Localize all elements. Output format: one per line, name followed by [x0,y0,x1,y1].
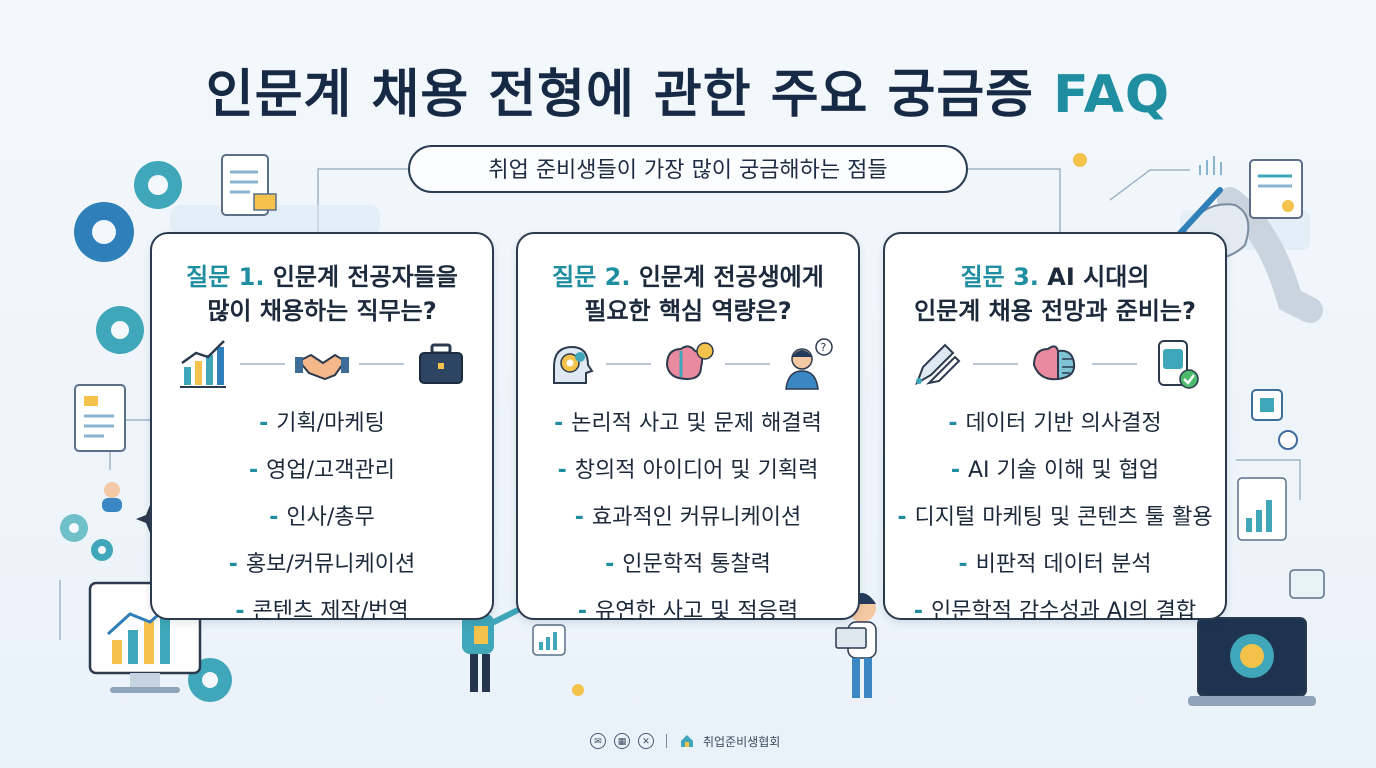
close-icon: ✕ [638,733,654,749]
list-item: -인사/총무 [269,505,375,530]
faq-card-2: 질문 2. 인문계 전공생에게 필요한 핵심 역량은? ? -논리적 사고 및 … [516,232,860,624]
list-item: -홍보/커뮤니케이션 [228,552,416,577]
list-item: -디지털 마케팅 및 콘텐츠 툴 활용 [897,505,1213,530]
icon-row: ? [542,336,834,392]
answer-list: -데이터 기반 의사결정 -AI 기술 이해 및 협업 -디지털 마케팅 및 콘… [885,400,1225,635]
list-item: -비판적 데이터 분석 [958,552,1152,577]
list-item: -인문학적 감수성과 AI의 결합 [913,599,1197,624]
footer: ✉ ▦ ✕ 취업준비생협회 [590,730,780,752]
smartphone-check-icon [1158,340,1199,389]
list-item: -인문학적 통찰력 [605,552,771,577]
gear-icon [60,161,232,702]
list-item: -기획/마케팅 [259,411,385,436]
list-item: -데이터 기반 의사결정 [948,411,1162,436]
certificate-icon [1249,159,1303,219]
question-line-1: AI 시대의 [1047,263,1150,291]
document-icon [221,154,277,216]
report-icon [74,384,126,452]
question-label: 질문 1. [186,263,265,291]
list-item: -AI 기술 이해 및 협업 [950,458,1160,483]
briefcase-icon [419,343,463,384]
page-subtitle: 취업 준비생들이 가장 많이 궁금해하는 점들 [408,145,968,193]
question-line-2: 많이 채용하는 직무는? [207,297,437,325]
icon-row [909,336,1201,392]
list-item: -유연한 사고 및 적응력 [577,599,799,624]
grid-icon: ▦ [614,733,630,749]
icon-row [176,336,468,392]
faq-card-title: 질문 3. AI 시대의 인문계 채용 전망과 준비는? [893,260,1217,328]
mail-icon: ✉ [590,733,606,749]
faq-card-1: 질문 1. 인문계 전공자들을 많이 채용하는 직무는? -기획/마케팅 -영업… [150,232,494,624]
list-item: -효과적인 커뮤니케이션 [574,505,802,530]
list-item: -영업/고객관리 [249,458,395,483]
growth-chart-icon [180,340,226,388]
thinking-person-icon: ? [785,338,833,390]
head-gear-icon [553,345,594,384]
footer-divider [666,734,667,748]
svg-text:?: ? [821,341,827,354]
chat-bubble-icon [1289,569,1325,599]
ai-laptop-icon [1188,617,1316,706]
page-title: 인문계 채용 전형에 관한 주요 궁금증 FAQ [0,52,1376,127]
question-label: 질문 3. [960,263,1039,291]
laptop-person-icon [835,593,877,698]
bar-chart-card-icon [1237,477,1287,541]
answer-list: -논리적 사고 및 문제 해결력 -창의적 아이디어 및 기획력 -효과적인 커… [518,400,858,635]
faq-card-3: 질문 3. AI 시대의 인문계 채용 전망과 준비는? -데이터 기반 의사결… [883,232,1227,624]
person-icon [102,482,122,512]
pen-tools-icon [915,343,961,386]
list-item: -콘텐츠 제작/번역 [235,599,409,624]
answer-list: -기획/마케팅 -영업/고객관리 -인사/총무 -홍보/커뮤니케이션 -콘텐츠 … [152,400,492,635]
question-line-1: 인문계 전공생에게 [638,263,824,291]
faq-card-title: 질문 2. 인문계 전공생에게 필요한 핵심 역량은? [526,260,850,328]
page-title-main: 인문계 채용 전형에 관한 주요 궁금증 [205,65,1034,125]
question-label: 질문 2. [552,263,631,291]
list-item: -창의적 아이디어 및 기획력 [557,458,819,483]
brain-bulb-icon [665,342,714,381]
list-item: -논리적 사고 및 문제 해결력 [554,411,822,436]
circuit-brain-icon [1032,345,1076,381]
footer-brand: 취업준비생협회 [703,734,781,749]
chip-icon [1251,389,1298,450]
question-line-2: 인문계 채용 전망과 준비는? [914,297,1196,325]
faq-card-title: 질문 1. 인문계 전공자들을 많이 채용하는 직무는? [160,260,484,328]
page-title-accent: FAQ [1053,65,1171,125]
question-line-2: 필요한 핵심 역량은? [584,297,792,325]
small-chart-card-icon [532,624,566,656]
question-line-1: 인문계 전공자들을 [272,263,458,291]
handshake-icon [295,353,349,381]
house-icon [681,735,693,747]
